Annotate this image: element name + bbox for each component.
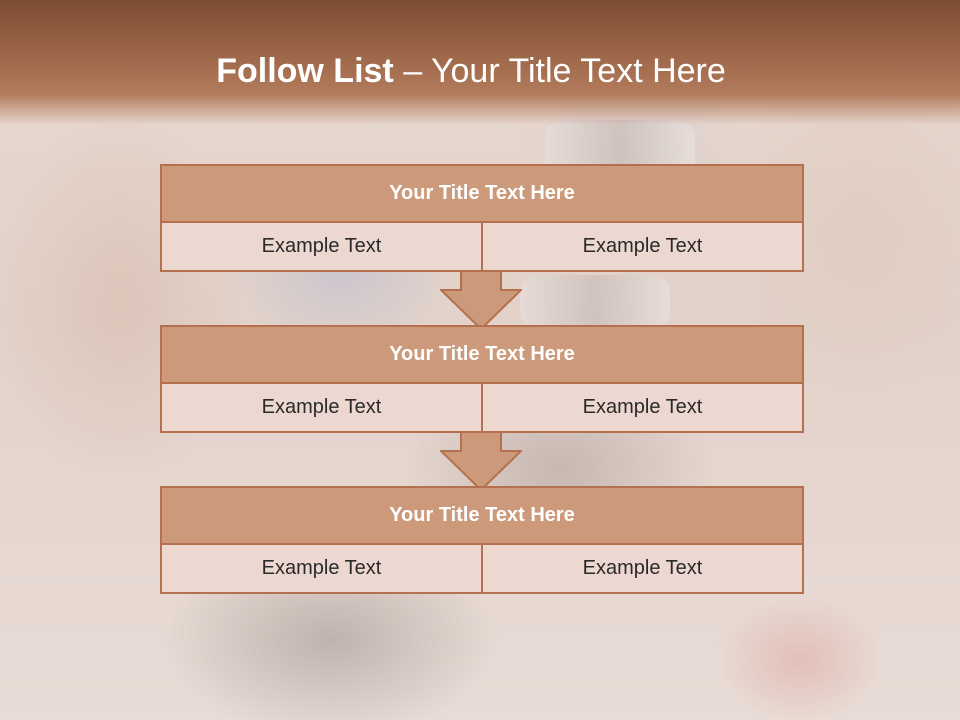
block-cell-right: Example Text [481,545,802,592]
down-arrow-icon [440,431,522,491]
block-row: Example Text Example Text [162,384,802,431]
block-cell-left: Example Text [261,557,382,579]
block-cell-right: Example Text [481,223,802,270]
list-block-1: Your Title Text Here Example Text Exampl… [160,164,804,272]
microscope-objective-shape [520,275,670,330]
title-bar [0,0,960,125]
block-title: Your Title Text Here [162,488,802,545]
slide-title-bold: Follow List [216,52,394,90]
slide-title-rest: – Your Title Text Here [393,52,726,90]
block-cell-left: Example Text [261,396,382,418]
block-title: Your Title Text Here [162,327,802,384]
list-block-2: Your Title Text Here Example Text Exampl… [160,325,804,433]
block-cell-left: Example Text [261,235,382,257]
down-arrow-icon [440,270,522,330]
block-row: Example Text Example Text [162,545,802,592]
block-title: Your Title Text Here [162,166,802,223]
list-block-3: Your Title Text Here Example Text Exampl… [160,486,804,594]
block-row: Example Text Example Text [162,223,802,270]
slide-title: Follow List – Your Title Text Here [0,52,942,91]
block-cell-right: Example Text [481,384,802,431]
